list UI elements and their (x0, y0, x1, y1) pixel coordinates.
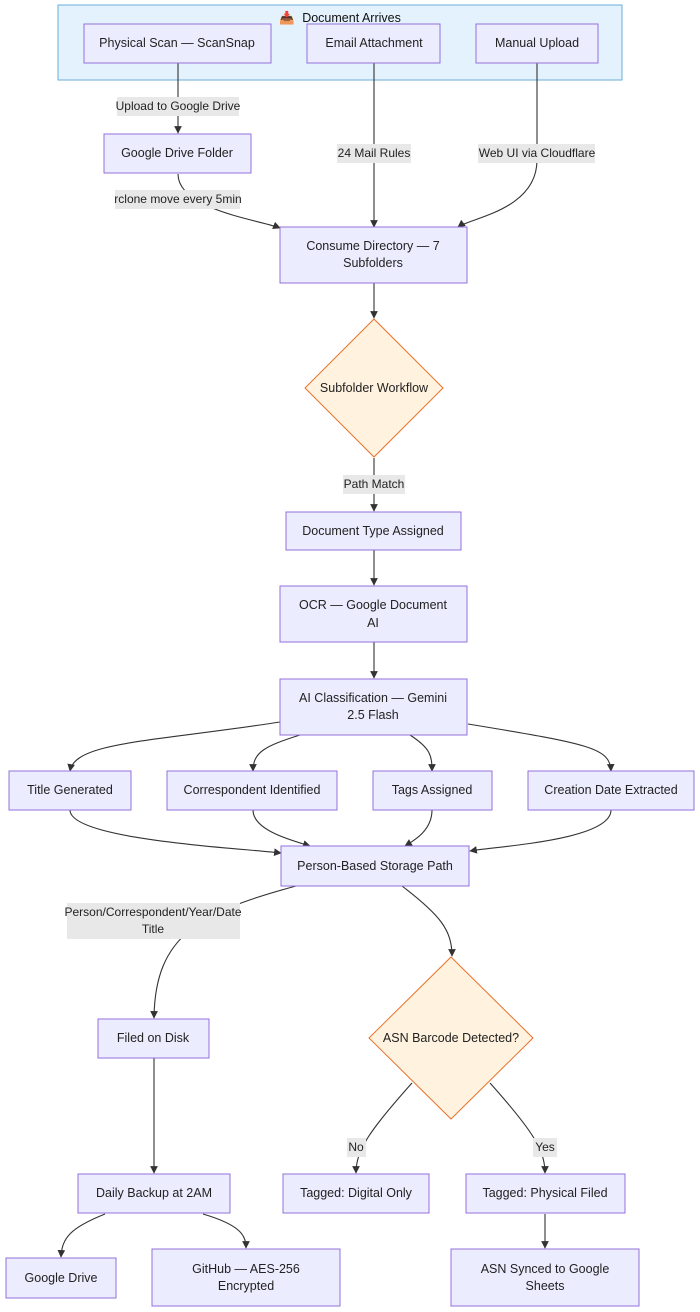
inbox-tray-icon: 📥 (279, 10, 295, 25)
svg-text:Encrypted: Encrypted (218, 1279, 274, 1293)
svg-text:ASN Barcode Detected?: ASN Barcode Detected? (383, 1031, 519, 1045)
edge-label-upload: Upload to Google Drive (116, 97, 241, 116)
svg-text:rclone move every 5min: rclone move every 5min (114, 192, 241, 206)
edge-labels: Upload to Google Drive 24 Mail Rules Web… (65, 97, 596, 1157)
svg-text:Correspondent Identified: Correspondent Identified (184, 783, 321, 797)
svg-text:AI Classification — Gemini: AI Classification — Gemini (299, 691, 447, 705)
edge-backup-to-github (202, 1213, 250, 1249)
svg-text:Google Drive Folder: Google Drive Folder (121, 146, 233, 160)
svg-text:Upload to Google Drive: Upload to Google Drive (116, 99, 241, 113)
svg-text:Manual Upload: Manual Upload (495, 36, 579, 50)
node-person-based-storage-path: Person-Based Storage Path (280, 845, 470, 887)
svg-text:ASN Synced to Google: ASN Synced to Google (481, 1262, 610, 1276)
svg-text:Path Match: Path Match (344, 477, 405, 491)
edge-storage-to-asn (401, 885, 456, 957)
edge-manual-to-consume (457, 63, 538, 228)
svg-text:Filed on Disk: Filed on Disk (117, 1031, 190, 1045)
edge-label-yes: Yes (533, 1138, 557, 1157)
edge-backup-to-gdrive (57, 1213, 106, 1258)
svg-text:Daily Backup at 2AM: Daily Backup at 2AM (96, 1186, 212, 1200)
node-tagged-digital-only: Tagged: Digital Only (282, 1173, 430, 1214)
edge-correspondent-to-storage (252, 809, 311, 848)
node-ocr: OCR — Google Document AI (279, 585, 468, 643)
svg-text:Yes: Yes (535, 1140, 555, 1154)
edge-label-no: No (347, 1138, 366, 1157)
edge-asn-to-physical (489, 1082, 549, 1174)
node-asn-synced: ASN Synced to Google Sheets (450, 1248, 640, 1307)
nodes: Physical Scan — ScanSnap Email Attachmen… (5, 23, 695, 1307)
edge-tags-to-storage (404, 809, 433, 847)
node-creation-date-extracted: Creation Date Extracted (527, 770, 695, 811)
svg-text:Tags Assigned: Tags Assigned (392, 783, 473, 797)
edge-gdrive-folder-to-consume (177, 173, 281, 230)
svg-text:Email Attachment: Email Attachment (325, 36, 423, 50)
svg-text:24 Mail Rules: 24 Mail Rules (338, 146, 411, 160)
node-tags-assigned: Tags Assigned (372, 770, 493, 811)
edge-creation-to-storage (469, 809, 612, 854)
edge-label-person-path: Person/Correspondent/Year/Date Title (65, 903, 242, 939)
edges (57, 63, 615, 1258)
svg-text:Title: Title (142, 922, 165, 936)
svg-text:Physical Scan — ScanSnap: Physical Scan — ScanSnap (99, 36, 255, 50)
node-google-drive-folder: Google Drive Folder (103, 133, 252, 174)
cluster-title: 📥 Document Arrives (279, 10, 401, 25)
edge-label-path-match: Path Match (343, 475, 405, 494)
node-correspondent-identified: Correspondent Identified (166, 770, 338, 811)
node-document-type-assigned: Document Type Assigned (285, 511, 462, 551)
edge-asn-to-digital (352, 1082, 413, 1174)
node-daily-backup: Daily Backup at 2AM (77, 1173, 231, 1214)
svg-text:Person/Correspondent/Year/Date: Person/Correspondent/Year/Date (65, 905, 242, 919)
svg-text:OCR — Google Document: OCR — Google Document (299, 598, 448, 612)
node-consume-directory: Consume Directory — 7 Subfolders (279, 226, 468, 284)
svg-text:Tagged: Physical Filed: Tagged: Physical Filed (482, 1186, 607, 1200)
edge-title-to-storage (69, 809, 282, 856)
node-email-attachment: Email Attachment (306, 23, 441, 64)
svg-text:Sheets: Sheets (526, 1279, 565, 1293)
svg-text:Person-Based Storage Path: Person-Based Storage Path (297, 859, 453, 873)
svg-text:Subfolder Workflow: Subfolder Workflow (320, 381, 429, 395)
node-tagged-physical-filed: Tagged: Physical Filed (465, 1173, 626, 1214)
svg-text:GitHub — AES-256: GitHub — AES-256 (192, 1262, 300, 1276)
node-filed-on-disk: Filed on Disk (97, 1018, 210, 1059)
svg-text:Web UI via Cloudflare: Web UI via Cloudflare (479, 146, 596, 160)
edge-label-mail-rules: 24 Mail Rules (337, 144, 411, 163)
svg-text:No: No (348, 1140, 364, 1154)
node-manual-upload: Manual Upload (475, 23, 599, 64)
node-physical-scan: Physical Scan — ScanSnap (83, 23, 272, 64)
edge-ai-to-creation (467, 723, 615, 772)
svg-text:Google Drive: Google Drive (25, 1271, 98, 1285)
svg-text:Document Type Assigned: Document Type Assigned (302, 524, 444, 538)
edge-ai-to-title (67, 721, 281, 772)
svg-text:2.5 Flash: 2.5 Flash (347, 708, 398, 722)
decision-subfolder-workflow: Subfolder Workflow (304, 318, 444, 458)
svg-text:Tagged: Digital Only: Tagged: Digital Only (300, 1186, 413, 1200)
svg-text:Subfolders: Subfolders (343, 256, 403, 270)
edge-ai-to-tags (409, 734, 436, 772)
node-ai-classification: AI Classification — Gemini 2.5 Flash (279, 678, 468, 736)
svg-text:Consume Directory — 7: Consume Directory — 7 (306, 239, 439, 253)
node-title-generated: Title Generated (8, 770, 132, 811)
node-github-backup: GitHub — AES-256 Encrypted (151, 1248, 341, 1307)
decision-asn-barcode: ASN Barcode Detected? (368, 956, 534, 1120)
edge-label-web-ui: Web UI via Cloudflare (478, 144, 596, 163)
svg-text:AI: AI (367, 616, 379, 630)
svg-text:Creation Date Extracted: Creation Date Extracted (544, 783, 677, 797)
svg-text:Title Generated: Title Generated (27, 783, 113, 797)
edge-label-rclone: rclone move every 5min (114, 190, 242, 209)
node-google-drive: Google Drive (5, 1257, 117, 1299)
edge-ai-to-correspondent (249, 734, 301, 772)
